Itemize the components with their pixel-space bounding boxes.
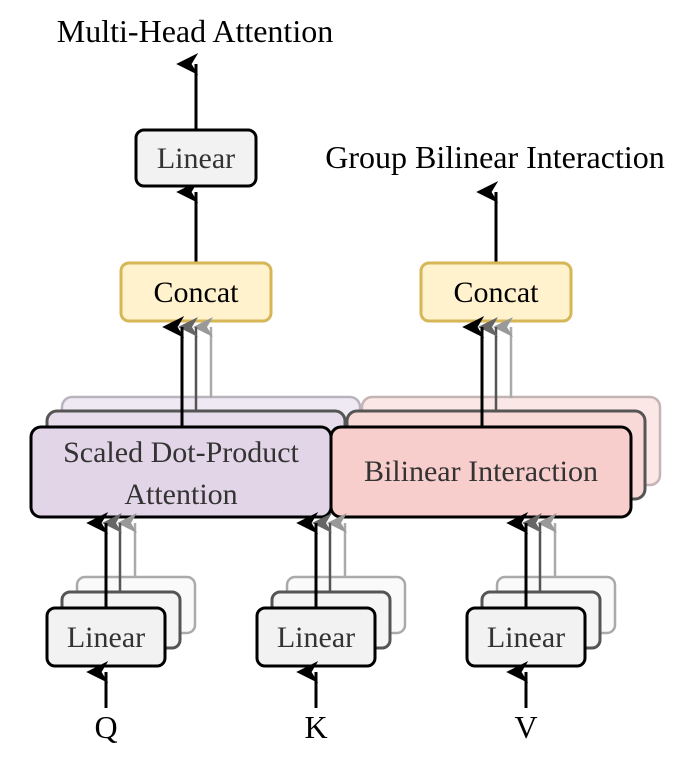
linear-v-block: Linear [465,606,587,668]
arrows-v-to-bilinear [506,512,557,608]
bilinear-label: Bilinear Interaction [364,455,598,488]
arrows-attention-to-concat [162,316,213,426]
linear-q-block: Linear [45,606,167,668]
concat-right-label: Concat [454,276,540,309]
linear-k-block: Linear [255,606,377,668]
multi-head-attention-title: Multi-Head Attention [57,13,333,49]
scaled-dot-label-line1: Scaled Dot-Product [63,436,299,469]
top-linear-block: Linear [134,128,258,188]
scaled-dot-product-attention-block: Scaled Dot-Product Attention [29,425,333,519]
linear-k-label: Linear [277,621,355,654]
group-bilinear-title: Group Bilinear Interaction [325,139,664,175]
linear-v-label: Linear [487,621,565,654]
arrows-bilinear-to-concat [462,316,513,426]
concat-right-block: Concat [419,261,573,323]
concat-left-label: Concat [154,276,240,309]
top-linear-label: Linear [157,142,235,175]
linear-q-label: Linear [67,621,145,654]
arrows-q-to-attention [86,512,137,608]
arrows-k-to-attention [296,512,347,608]
scaled-dot-label-line2: Attention [124,478,237,511]
concat-left-block: Concat [119,261,273,323]
input-k-label: K [304,709,327,745]
input-v-label: V [514,709,537,745]
input-q-label: Q [94,709,117,745]
bilinear-interaction-block: Bilinear Interaction [329,425,633,519]
